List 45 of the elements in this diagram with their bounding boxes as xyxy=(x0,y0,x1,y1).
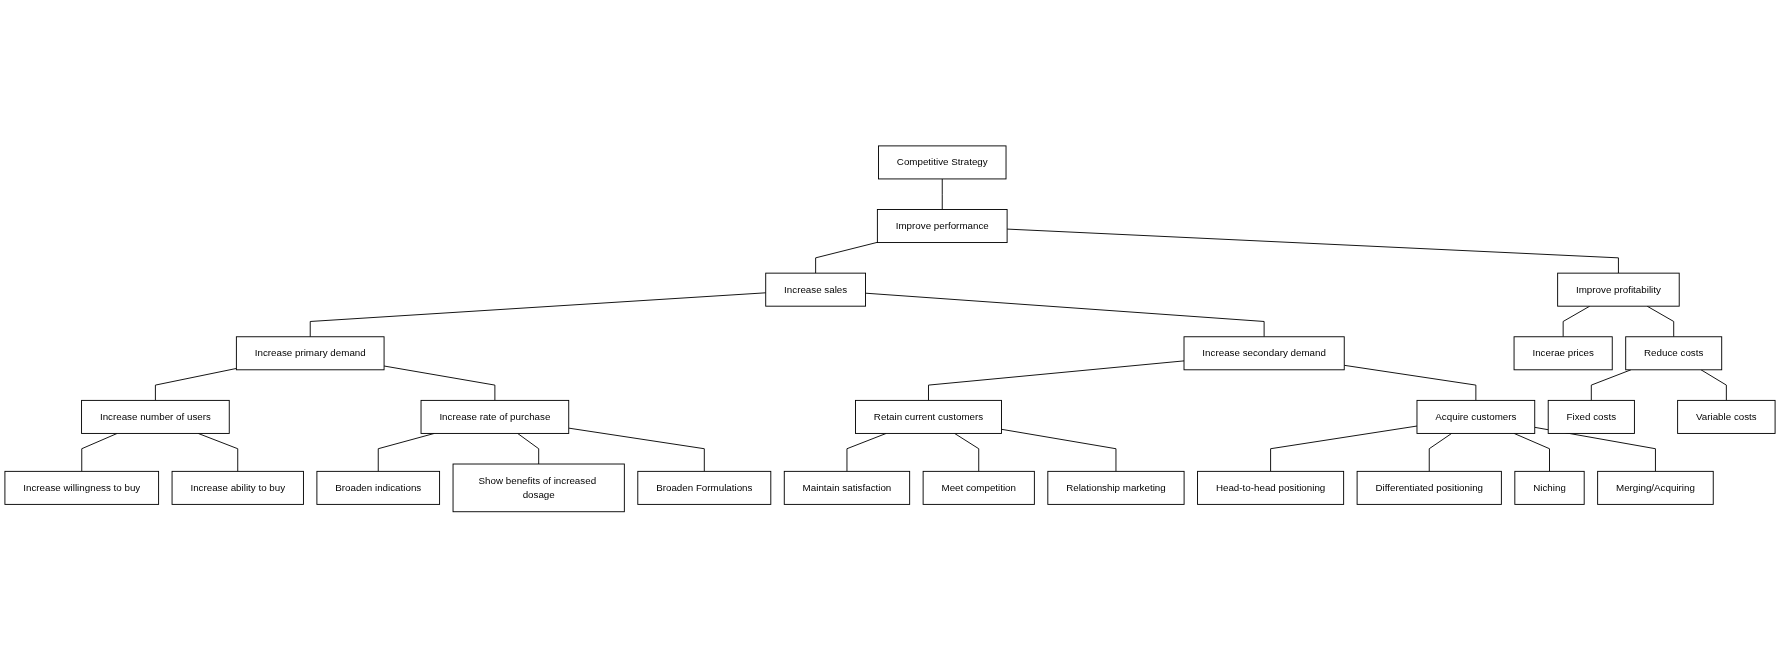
node-box: Meet competition xyxy=(922,470,1035,505)
node-box: Increase ability to buy xyxy=(171,470,304,505)
node-box: Broaden indications xyxy=(316,470,441,505)
connector xyxy=(1590,369,1632,401)
node-box: Incerae prices xyxy=(1513,336,1613,370)
connector xyxy=(1428,432,1453,472)
node-box: Increase sales xyxy=(765,272,866,307)
connector xyxy=(1700,369,1727,401)
connector xyxy=(1646,305,1675,337)
connector xyxy=(517,432,540,465)
node-box: Acquire customers xyxy=(1416,399,1536,434)
node-box: Relationship marketing xyxy=(1047,470,1185,505)
connector xyxy=(815,241,878,274)
node-box: Increase rate of purchase xyxy=(420,399,570,434)
node-box: Retain current customers xyxy=(855,399,1002,434)
node-box: Increase primary demand xyxy=(235,336,385,370)
node-box: Broaden Formulations xyxy=(637,470,772,505)
connector xyxy=(1006,228,1619,274)
node-box: Fixed costs xyxy=(1547,399,1635,434)
node-box: Increase secondary demand xyxy=(1183,336,1345,370)
connector xyxy=(568,427,705,472)
connector xyxy=(1562,305,1591,337)
connector xyxy=(81,432,118,472)
connector xyxy=(383,365,496,401)
node-box: Merging/Acquiring xyxy=(1597,470,1714,505)
connector xyxy=(941,178,943,210)
node-box: Head-to-head positioning xyxy=(1197,470,1345,505)
connector xyxy=(1343,364,1477,401)
connector xyxy=(928,360,1185,401)
connector xyxy=(865,292,1265,337)
node-box: Improve profitability xyxy=(1557,272,1680,307)
node-box: Increase willingness to buy xyxy=(4,470,160,505)
node-box: Show benefits of increased dosage xyxy=(452,463,625,512)
node-box: Variable costs xyxy=(1677,399,1776,434)
node-box: Improve performance xyxy=(876,208,1008,243)
connector xyxy=(154,367,237,401)
node-box: Niching xyxy=(1514,470,1585,505)
node-box: Maintain satisfaction xyxy=(783,470,911,505)
connector xyxy=(309,292,767,337)
node-box: Increase number of users xyxy=(81,399,230,434)
connector xyxy=(1001,428,1117,472)
node-box: Differentiated positioning xyxy=(1356,470,1502,505)
node-box: Competitive Strategy xyxy=(878,145,1007,180)
connector xyxy=(1270,425,1418,472)
node-box: Reduce costs xyxy=(1625,336,1723,370)
